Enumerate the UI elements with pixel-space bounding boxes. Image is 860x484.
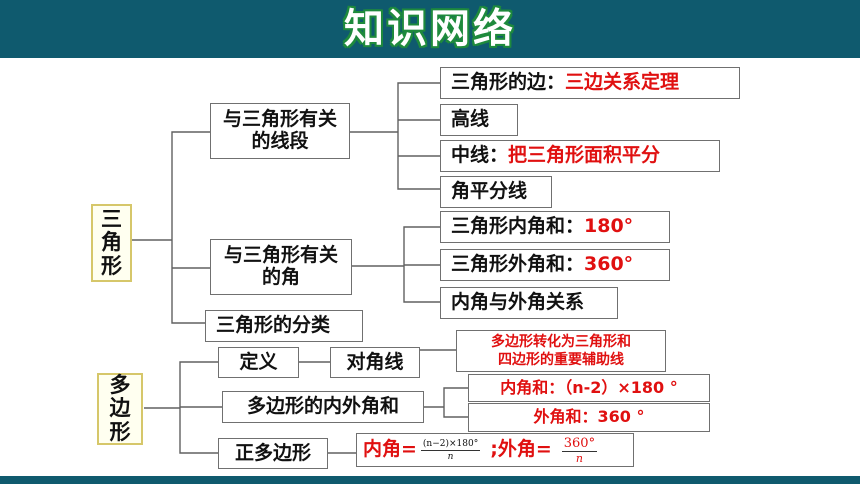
node-regular-polygon: 正多边形 xyxy=(218,438,328,469)
node-label: 正多边形 xyxy=(234,441,311,464)
exterior-angle-label: ;外角= xyxy=(490,438,552,461)
node-label: 角平分线 xyxy=(451,180,528,203)
fraction-numerator: 360° xyxy=(561,435,598,452)
node-polygon-interior-sum: 内角和：（n-2）×180 ° xyxy=(468,374,710,402)
root-char: 形 xyxy=(109,419,131,444)
node-label: 三角形的边： xyxy=(451,71,566,94)
fraction-denominator: n xyxy=(447,451,454,462)
node-label: 三角形外角和： xyxy=(451,253,585,276)
node-exterior-angle-sum: 三角形外角和： 360° xyxy=(440,249,670,281)
node-label: 外角和：360 ° xyxy=(533,407,645,427)
node-bisector: 角平分线 xyxy=(440,176,552,208)
node-angle-relation: 内角与外角关系 xyxy=(440,287,618,319)
root-char: 三 xyxy=(101,207,122,232)
node-interior-angle-sum: 三角形内角和： 180° xyxy=(440,211,670,243)
page-title: 知识网络 xyxy=(344,6,516,52)
segments-label: 与三角形有关的线段 xyxy=(222,108,337,152)
exterior-angle-fraction: 360° n xyxy=(561,435,598,465)
node-definition: 定义 xyxy=(218,347,299,378)
node-label: 高线 xyxy=(451,108,490,131)
connector xyxy=(397,82,440,190)
node-note: 三边关系定理 xyxy=(565,71,680,94)
node-classification: 三角形的分类 xyxy=(205,310,363,342)
node-note: 180° xyxy=(584,215,634,238)
angles-label: 与三角形有关的角 xyxy=(223,244,338,288)
root-char: 边 xyxy=(109,396,131,421)
connector xyxy=(171,131,210,324)
fraction-numerator: (n−2)×180° xyxy=(420,438,481,451)
node-angle-sums: 多边形的内外角和 xyxy=(222,391,424,423)
interior-angle-fraction: (n−2)×180° n xyxy=(420,438,481,463)
note-line: 四边形的重要辅助线 xyxy=(498,352,624,368)
angles-box: 与三角形有关的角 xyxy=(210,239,352,295)
node-note: 把三角形面积平分 xyxy=(508,144,661,167)
node-label: 内角与外角关系 xyxy=(451,291,585,314)
node-label: 定义 xyxy=(239,350,278,373)
node-label: 内角和：（n-2）×180 ° xyxy=(500,377,678,397)
regular-polygon-formula: 内角= (n−2)×180° n ;外角= 360° n xyxy=(356,433,634,467)
node-altitude: 高线 xyxy=(440,104,518,136)
segments-box: 与三角形有关的线段 xyxy=(210,103,350,159)
footer-bar xyxy=(0,476,860,484)
node-diagonal: 对角线 xyxy=(330,347,420,378)
header-bar xyxy=(0,0,860,58)
interior-angle-label: 内角= xyxy=(363,438,417,461)
root-char: 形 xyxy=(101,253,122,278)
connector xyxy=(443,387,468,418)
node-label: 三角形内角和： xyxy=(451,215,585,238)
node-median: 中线： 把三角形面积平分 xyxy=(440,140,720,172)
node-note: 360° xyxy=(584,253,634,276)
node-label: 对角线 xyxy=(346,350,404,373)
root-char: 多 xyxy=(109,373,131,398)
triangle-root: 三 角 形 xyxy=(91,204,132,282)
node-polygon-exterior-sum: 外角和：360 ° xyxy=(468,403,710,432)
note-line: 多边形转化为三角形和 xyxy=(491,333,631,350)
root-char: 角 xyxy=(101,230,122,255)
node-label: 三角形的分类 xyxy=(216,314,331,337)
node-label: 多边形的内外角和 xyxy=(246,395,399,418)
diagonal-note: 多边形转化为三角形和 四边形的重要辅助线 xyxy=(456,330,666,372)
node-sides: 三角形的边： 三边关系定理 xyxy=(440,67,740,99)
node-label: 中线： xyxy=(451,144,509,167)
fraction-denominator: n xyxy=(575,451,583,465)
polygon-root: 多 边 形 xyxy=(97,373,143,445)
